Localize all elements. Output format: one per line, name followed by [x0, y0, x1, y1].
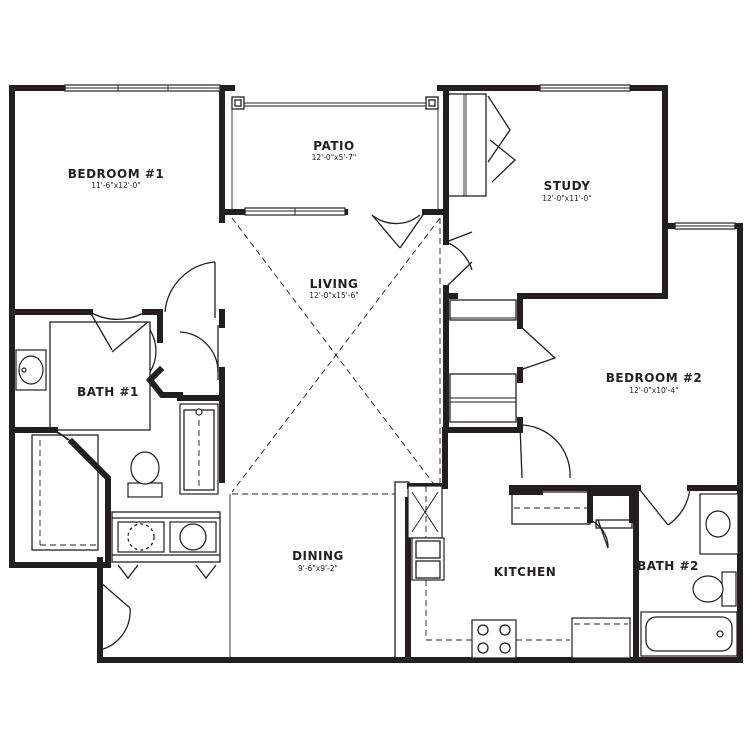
room-dims-living: 12'-0"x15'-6" — [309, 291, 359, 300]
laundry — [117, 521, 217, 580]
room-dims-bedroom2: 12'-0"x10'-4" — [629, 386, 679, 395]
windows — [64, 84, 736, 230]
patio-structure — [231, 96, 439, 212]
room-name-living: LIVING — [310, 277, 359, 291]
kitchen-fixtures — [394, 481, 631, 661]
closets — [31, 93, 633, 563]
room-dims-patio: 12'-0"x5'-7" — [312, 153, 357, 162]
room-name-bath2: BATH #2 — [637, 559, 699, 573]
room-dims-study: 12'-0"x11'-0" — [542, 194, 592, 203]
room-labels: BEDROOM #1 11'-6"x12'-0" PATIO 12'-0"x5'… — [68, 139, 702, 579]
room-name-bedroom2: BEDROOM #2 — [606, 371, 702, 385]
bath2-fixtures — [640, 493, 739, 657]
room-name-bath1: BATH #1 — [77, 385, 139, 399]
room-name-bedroom1: BEDROOM #1 — [68, 167, 164, 181]
bath1-fixtures — [15, 349, 219, 498]
doors — [27, 95, 691, 651]
room-name-study: STUDY — [544, 179, 591, 193]
room-dims-dining: 9'-6"x9'-2" — [298, 564, 338, 573]
room-name-patio: PATIO — [313, 139, 354, 153]
room-name-dining: DINING — [292, 549, 344, 563]
room-dims-bedroom1: 11'-6"x12'-0" — [91, 181, 141, 190]
living-diagonals — [229, 217, 441, 660]
room-name-kitchen: KITCHEN — [494, 565, 557, 579]
